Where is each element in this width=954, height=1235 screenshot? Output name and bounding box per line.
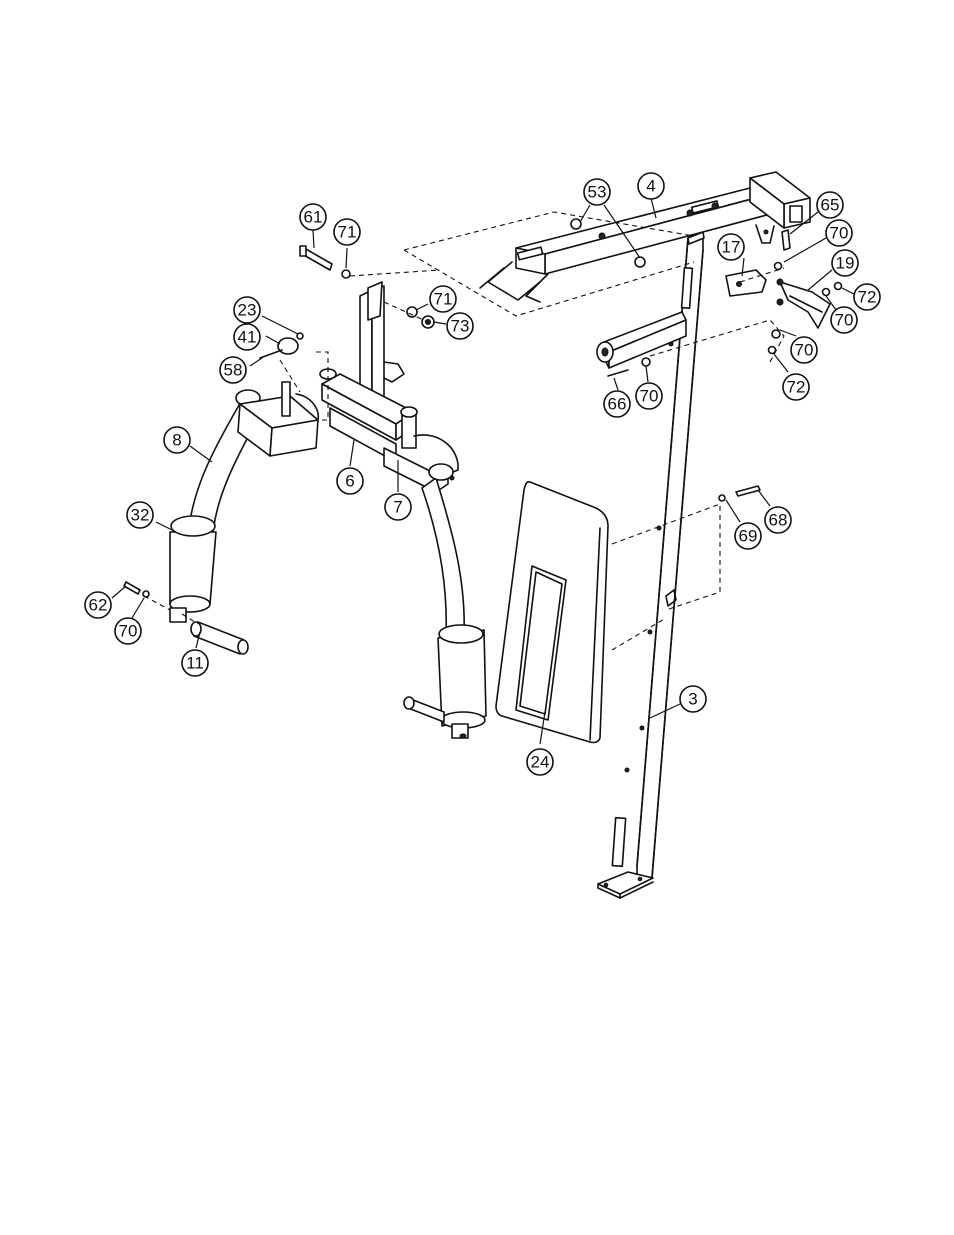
- callout-23: 23: [233, 296, 261, 324]
- upright-post-part-3: [597, 231, 705, 899]
- callout-4: 4: [637, 172, 665, 200]
- hardware: [123, 218, 843, 598]
- svg-text:61: 61: [304, 208, 323, 227]
- callout-71: 71: [333, 218, 361, 246]
- svg-text:71: 71: [434, 290, 453, 309]
- callout-70: 70: [790, 336, 818, 364]
- top-beam-part-4: [479, 171, 811, 369]
- callout-41: 41: [233, 323, 261, 351]
- callout-70: 70: [830, 306, 858, 334]
- callout-24: 24: [526, 748, 554, 776]
- callout-6: 6: [336, 467, 364, 495]
- svg-text:72: 72: [858, 288, 877, 307]
- svg-text:73: 73: [451, 317, 470, 336]
- callout-leaders: [111, 197, 855, 745]
- callout-66: 66: [603, 390, 631, 418]
- callout-70: 70: [825, 219, 853, 247]
- svg-text:41: 41: [238, 328, 257, 347]
- svg-text:70: 70: [835, 311, 854, 330]
- callout-7: 7: [384, 493, 412, 521]
- callout-17: 17: [717, 233, 745, 261]
- right-arm: [403, 463, 487, 739]
- handle-part-11: [190, 621, 249, 655]
- callout-69: 69: [734, 522, 762, 550]
- svg-text:6: 6: [345, 472, 354, 491]
- svg-text:68: 68: [769, 511, 788, 530]
- svg-text:4: 4: [646, 177, 655, 196]
- svg-text:32: 32: [131, 506, 150, 525]
- svg-text:19: 19: [836, 254, 855, 273]
- brackets-17-19: [725, 269, 831, 329]
- callout-70: 70: [114, 617, 142, 645]
- svg-text:23: 23: [238, 301, 257, 320]
- assembly-guide-lines: [143, 211, 785, 651]
- callout-58: 58: [219, 356, 247, 384]
- svg-text:3: 3: [688, 690, 697, 709]
- callout-71: 71: [429, 285, 457, 313]
- callout-68: 68: [764, 506, 792, 534]
- svg-text:7: 7: [393, 498, 402, 517]
- callout-72: 72: [782, 373, 810, 401]
- callout-72: 72: [853, 283, 881, 311]
- svg-text:53: 53: [588, 183, 607, 202]
- svg-text:70: 70: [830, 224, 849, 243]
- svg-text:71: 71: [338, 223, 357, 242]
- svg-text:62: 62: [89, 596, 108, 615]
- callout-11: 11: [181, 649, 209, 677]
- svg-text:58: 58: [224, 361, 243, 380]
- callout-53: 53: [583, 178, 611, 206]
- left-arm-part-8: [169, 381, 320, 623]
- svg-text:69: 69: [739, 527, 758, 546]
- svg-text:17: 17: [722, 238, 741, 257]
- callout-32: 32: [126, 501, 154, 529]
- center-arm-hub-parts-6-7: [319, 281, 459, 493]
- callout-8: 8: [163, 426, 191, 454]
- svg-text:8: 8: [172, 431, 181, 450]
- svg-text:70: 70: [795, 341, 814, 360]
- svg-text:65: 65: [821, 196, 840, 215]
- callout-3: 3: [679, 685, 707, 713]
- svg-text:11: 11: [186, 654, 204, 673]
- svg-text:70: 70: [119, 622, 138, 641]
- callout-65: 65: [816, 191, 844, 219]
- callout-61: 61: [299, 203, 327, 231]
- callout-73: 73: [446, 312, 474, 340]
- svg-text:70: 70: [640, 387, 659, 406]
- svg-text:66: 66: [608, 395, 627, 414]
- back-pad-part-24: [495, 480, 609, 744]
- svg-text:72: 72: [787, 378, 806, 397]
- callout-19: 19: [831, 249, 859, 277]
- callout-70: 70: [635, 382, 663, 410]
- callout-62: 62: [84, 591, 112, 619]
- svg-text:24: 24: [531, 753, 550, 772]
